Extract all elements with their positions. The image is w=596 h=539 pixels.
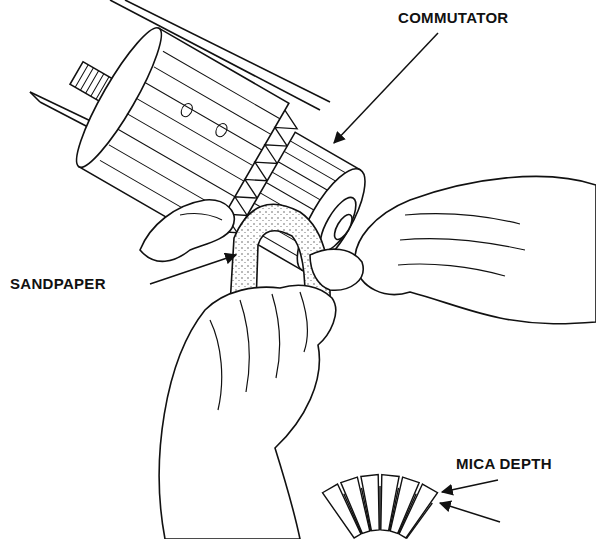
hand-outline [140,200,234,262]
core-marks [179,102,229,139]
mica-depth-arrow [442,480,498,492]
mica-insulation [343,493,362,534]
commutator-segment [361,475,384,532]
part-label: COMMUTATOR [398,10,508,27]
mica-insulation [379,486,380,530]
right-hand [310,176,596,323]
mica-insulation [406,503,433,539]
sandpaper-leader [150,255,236,284]
commutator-segment [395,484,438,539]
thumb [310,249,363,290]
upper-left-hand [140,200,234,262]
armature [37,4,389,300]
mica-insulation [361,488,372,531]
finger-line [210,292,307,410]
mica-depth-arrow [440,503,500,522]
finger-line [180,214,222,220]
shaft-end [331,212,355,242]
leader-lines [150,33,500,522]
mica-inset [322,475,437,539]
part-label: SANDPAPER [10,276,106,293]
part-label: MICA DEPTH [456,456,552,473]
hand-outline [355,176,596,323]
hand-outline [159,285,335,539]
core-slots [100,51,280,228]
plate-edge [30,92,40,102]
finger-line [398,214,525,276]
mica-insulation [389,488,400,531]
lower-left-hand [159,285,335,539]
commutator-leader [334,33,438,143]
